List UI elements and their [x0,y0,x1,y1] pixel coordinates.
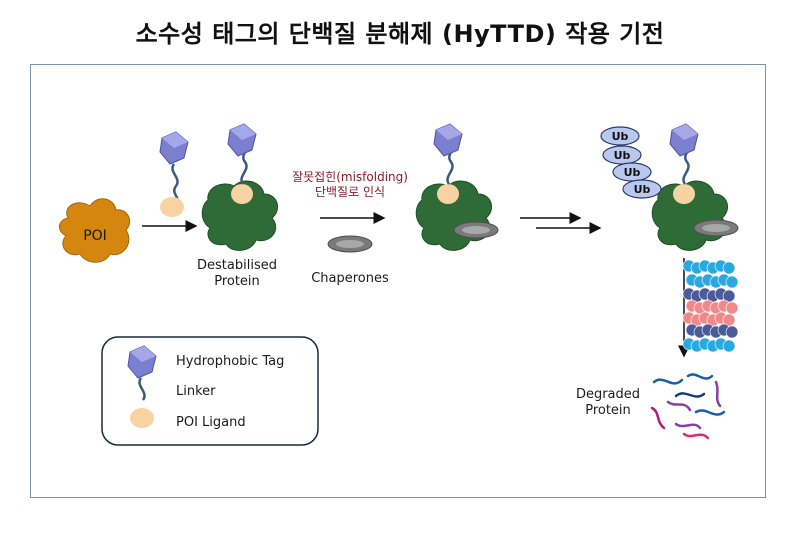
destabilised-protein-complex [201,123,279,251]
ubiquitin-chain: Ub Ub Ub Ub [600,126,662,199]
ub-label-4: Ub [634,183,651,196]
destabilised-label-line1: Destabilised [197,258,277,273]
ub-label-2: Ub [614,149,631,162]
ub-1: Ub [600,126,640,146]
legend-ligand-icon [130,408,154,428]
ub-4: Ub [622,179,662,199]
legend-box [101,336,319,446]
degraded-label-line1: Degraded [576,387,640,402]
diagram-title: 소수성 태그의 단백질 분해제 (HyTTD) 작용 기전 [135,20,665,48]
degraded-fragments [650,373,726,440]
legend-linker-icon [138,377,146,401]
chaperone [327,235,373,253]
legend-poi-ligand-label: POI Ligand [176,415,246,430]
ub-2: Ub [602,145,642,165]
proteasome-subunit [722,261,736,275]
proteasome-subunit [725,325,739,339]
ubiquitinated-complex [651,123,739,251]
proteasome-subunit [722,339,736,353]
proteasome-subunit [722,289,736,303]
proteasome-subunit [725,301,739,315]
ub-label-1: Ub [612,130,629,143]
legend: Hydrophobic Tag Linker POI Ligand [101,336,319,446]
diagram-frame [30,64,766,498]
hyttd-degrader-unbound [159,131,189,217]
misfolding-label-line1: 잘못접힌(misfolding) [292,170,408,184]
ub-3: Ub [612,162,652,182]
poi-protein: POI [59,198,131,263]
poi-label: POI [83,228,107,244]
chaperones-label: Chaperones [311,271,389,286]
legend-linker-label: Linker [176,384,216,399]
legend-hydrophobic-tag-label: Hydrophobic Tag [176,354,284,369]
protein-chaperone-complex [415,123,499,251]
ub-label-3: Ub [624,166,641,179]
misfolding-label-line2: 단백질로 인식 [315,185,385,199]
proteasome-subunit [725,275,739,289]
proteasome [682,259,739,353]
degraded-label-line2: Protein [585,403,631,418]
proteasome-subunit [722,313,736,327]
destabilised-label-line2: Protein [214,274,260,289]
